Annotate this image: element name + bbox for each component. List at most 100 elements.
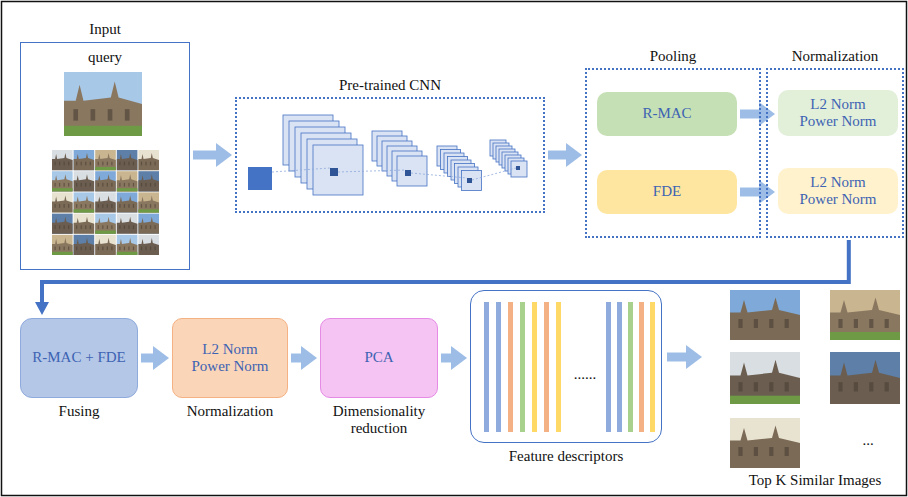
photo-window [128,183,129,187]
photo-window [145,204,146,208]
photo-window [73,109,78,121]
descriptor-bar [508,302,513,432]
photo-window [81,183,82,187]
photo-window [81,247,82,251]
photo-sky [830,290,900,340]
photo-lawn [95,231,116,234]
photo [117,214,138,234]
photo-window [90,247,91,251]
cnn-group: Pre-trained CNN [235,97,545,213]
photo-building [52,174,73,191]
kernel-link [472,168,516,180]
photo-sky [117,214,138,234]
photo-building [52,217,73,234]
photo-window [76,204,77,208]
box-heading: Feature descriptors [465,448,667,465]
photo-window [141,162,142,166]
photo-window [128,225,129,229]
photo-window [154,247,155,251]
photo-building [74,238,95,255]
results-caption: Top K Similar Images [749,472,882,489]
photo-building [117,174,138,191]
photo-window [133,183,134,187]
pooling-group: PoolingR-MACFDE [585,68,761,238]
photo-building [138,238,159,255]
photo-window [76,183,77,187]
photo [117,171,138,191]
photo-window [854,319,858,328]
photo-window [738,382,742,391]
photo [95,192,116,212]
photo-window [133,204,134,208]
photo-window [119,225,120,229]
ellipsis: ... [862,432,873,449]
photo-window [81,204,82,208]
photo-sky [95,150,116,170]
photo [74,150,95,170]
photo-window [869,382,873,391]
photo-window [119,247,120,251]
photo-window [76,162,77,166]
photo-sky [52,171,73,191]
photo-window [754,382,758,391]
photo-building [117,153,138,170]
photo-window [76,225,77,229]
photo [52,214,73,234]
descriptor-bar [650,302,655,432]
descriptor-bar [617,302,622,432]
block-arrow [441,354,453,363]
photo [95,150,116,170]
descriptor-bar [484,302,489,432]
photo [830,352,900,404]
photo-window [133,162,134,166]
photo-window [141,225,142,229]
photo-window [154,225,155,229]
photo [138,171,159,191]
photo-lawn [74,209,95,212]
box-text: R-MAC [642,105,691,122]
photo-sky [138,192,159,212]
photo-sky [138,171,159,191]
block-arrow [141,354,155,363]
descriptor-bar [520,302,525,432]
photo-window [885,382,889,391]
feature-map [511,161,527,177]
photo-lawn [52,252,73,255]
photo-window [90,162,91,166]
process-box: L2 Norm Power Norm [778,168,898,214]
photo-window [154,204,155,208]
box-heading: Normalization [792,48,879,65]
photo-sky [730,418,800,468]
process-box: R-MAC [597,92,737,136]
photo-window [124,225,125,229]
box-text: L2 Norm Power Norm [186,341,274,376]
photo [730,290,800,340]
photo-building [74,195,95,212]
descriptor-bar [556,302,561,432]
feature-map [313,145,363,195]
photo [138,214,159,234]
photo-building [117,238,138,255]
input-panel: Inputquery [20,42,190,270]
photo-building [74,217,95,234]
photo-window [59,204,60,208]
photo-window [68,183,69,187]
photo [74,235,95,255]
photo-window [141,204,142,208]
photo-window [854,382,858,391]
photo-window [85,183,86,187]
photo-window [154,162,155,166]
photo-sky [117,150,138,170]
descriptor-bar [532,302,537,432]
photo-window [108,109,113,121]
result-arrow-head [686,345,702,369]
photo [138,150,159,170]
box-text: L2 Norm Power Norm [794,96,882,131]
photo-sky [64,72,142,136]
kernel-link [411,173,467,178]
photo-window [98,247,99,251]
photo-window [85,247,86,251]
photo-window [150,162,151,166]
photo-window [133,225,134,229]
